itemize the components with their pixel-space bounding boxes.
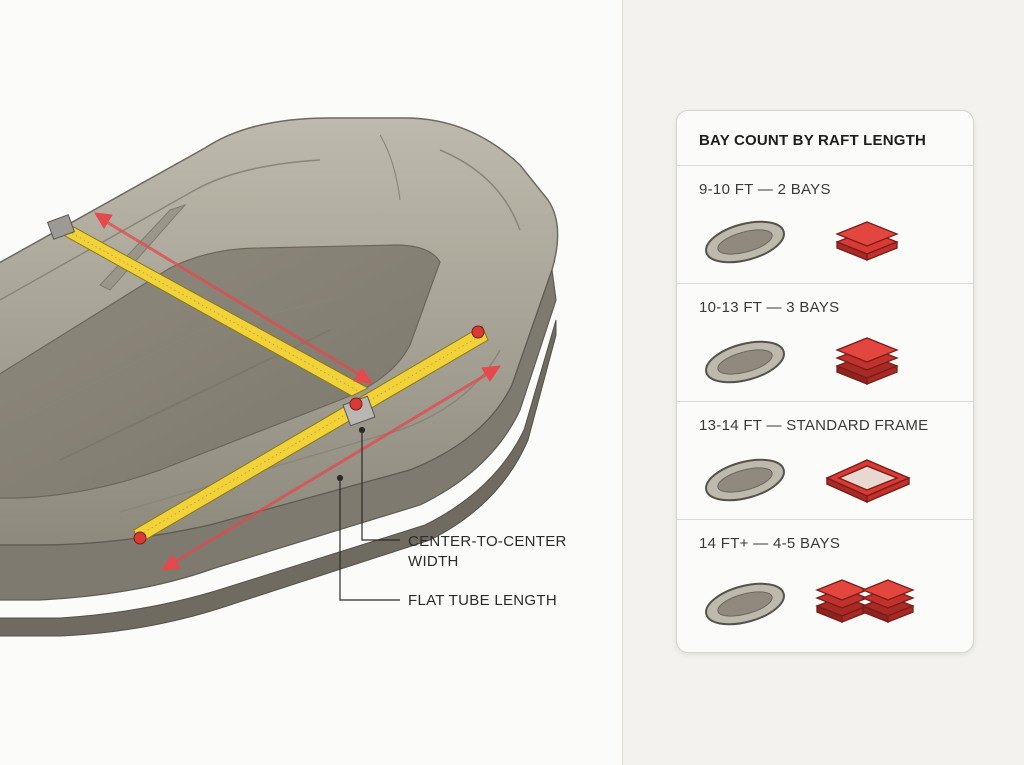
stacked-bays-icon bbox=[835, 337, 899, 385]
width-callout-line2: WIDTH bbox=[408, 553, 459, 570]
callout-leaders bbox=[336, 426, 400, 601]
end-marker-icon bbox=[133, 531, 147, 545]
raft-small-icon bbox=[705, 340, 785, 384]
width-callout-line1: CENTER-TO-CENTER bbox=[408, 533, 567, 550]
bay-row-label: 14 FT+ — 4-5 BAYS bbox=[699, 535, 841, 552]
tape-clip-icon bbox=[46, 214, 76, 240]
bay-row: 10-13 FT — 3 BAYS bbox=[677, 283, 973, 402]
frame-icon bbox=[825, 459, 911, 504]
raft-small-icon bbox=[705, 458, 785, 502]
width-callout-label: CENTER-TO-CENTER WIDTH bbox=[408, 532, 567, 572]
width-arrow bbox=[94, 212, 374, 384]
length-arrow bbox=[160, 365, 502, 571]
card-title: BAY COUNT BY RAFT LENGTH bbox=[699, 132, 927, 149]
bay-count-card: BAY COUNT BY RAFT LENGTH 9-10 FT — 2 BAY… bbox=[676, 110, 974, 653]
pane-divider bbox=[622, 0, 623, 765]
bay-row: 13-14 FT — STANDARD FRAME bbox=[677, 401, 973, 520]
diagram-pane: CENTER-TO-CENTER WIDTH FLAT TUBE LENGTH bbox=[0, 117, 567, 637]
end-marker-icon bbox=[471, 325, 485, 339]
bay-row-label: 13-14 FT — STANDARD FRAME bbox=[699, 417, 929, 434]
raft-floor bbox=[0, 244, 441, 499]
bay-row-label: 9-10 FT — 2 BAYS bbox=[699, 181, 831, 198]
length-callout-label: FLAT TUBE LENGTH bbox=[408, 592, 557, 609]
double-stacked-bays-icon bbox=[815, 579, 915, 623]
bay-row: 9-10 FT — 2 BAYS bbox=[677, 165, 973, 284]
raft-measurement-diagram bbox=[0, 117, 559, 637]
stacked-bays-icon bbox=[835, 221, 899, 261]
bay-row-label: 10-13 FT — 3 BAYS bbox=[699, 299, 840, 316]
raft-small-icon bbox=[705, 582, 785, 626]
end-marker-icon bbox=[349, 397, 363, 411]
width-tape bbox=[46, 214, 370, 397]
bay-row: 14 FT+ — 4-5 BAYS bbox=[677, 519, 973, 652]
raft-small-icon bbox=[705, 220, 785, 264]
